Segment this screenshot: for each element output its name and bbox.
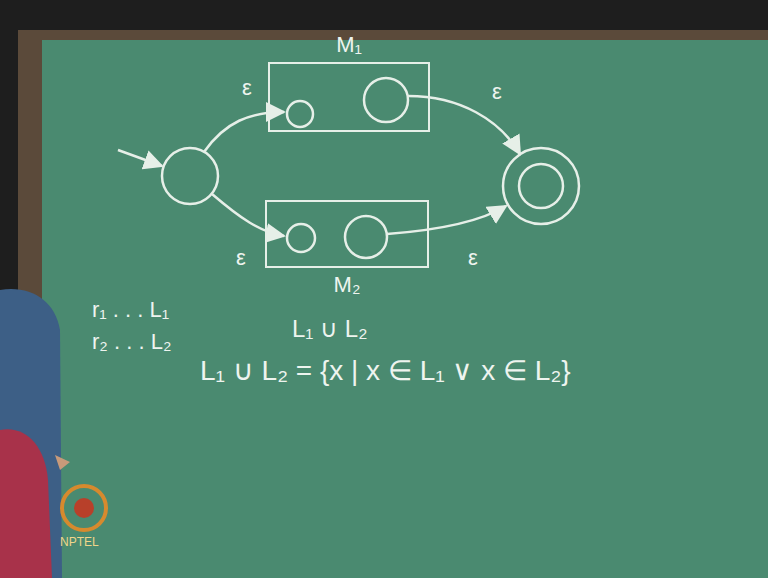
states (118, 78, 579, 258)
logo-center (74, 498, 94, 518)
start-state (162, 148, 218, 204)
logo-ring (62, 486, 106, 530)
state (287, 101, 313, 127)
machine-name: M₁ (336, 32, 362, 58)
watermark: NPTEL (60, 536, 99, 549)
machine-name: M₂ (334, 272, 361, 298)
final-state (345, 216, 387, 258)
board (42, 40, 768, 578)
state (287, 224, 315, 252)
machine-box: M₂ (265, 200, 429, 268)
presenter (0, 289, 62, 578)
edge-symbol: ε (236, 246, 246, 270)
machine-box: M₁ (268, 62, 430, 132)
epsilon-arrow (408, 96, 520, 154)
board-note: r₂ . . . L₂ (92, 330, 171, 354)
edge-symbol: ε (242, 76, 252, 100)
board-note: L₁ ∪ L₂ = {x | x ∈ L₁ ∨ x ∈ L₂} (200, 356, 571, 387)
start-arrow (118, 150, 162, 166)
epsilon-arrow (204, 112, 284, 152)
accept-state-inner (519, 164, 563, 208)
accept-state (503, 148, 579, 224)
final-state (364, 78, 408, 122)
edge-symbol: ε (468, 246, 478, 270)
presenter-cloth (0, 429, 52, 578)
presenter-hand (55, 455, 70, 470)
wood-frame (18, 30, 768, 578)
board-note: r₁ . . . L₁ (92, 298, 169, 322)
edge-symbol: ε (492, 80, 502, 104)
board-note: L₁ ∪ L₂ (292, 316, 367, 342)
epsilon-arrow (387, 206, 506, 234)
